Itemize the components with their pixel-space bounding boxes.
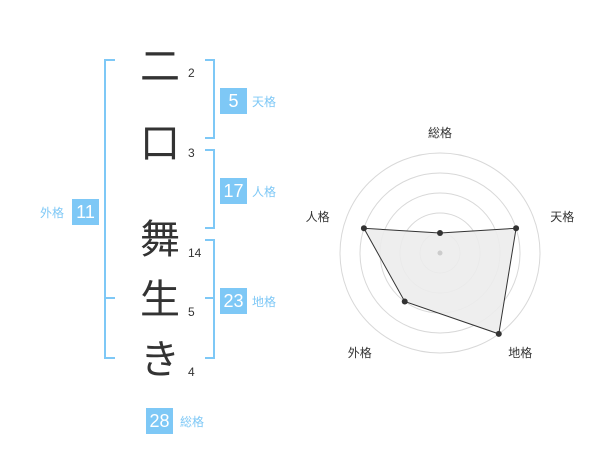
name-char-1: 二: [140, 44, 180, 90]
tenkaku-label: 天格: [252, 95, 277, 109]
stroke-count-2: 3: [188, 146, 195, 160]
soukaku-value: 28: [146, 408, 173, 434]
name-char-2: 口: [140, 121, 180, 167]
radar-grid-ring-5: [339, 152, 541, 354]
radar-series-area: [363, 227, 517, 335]
chikaku-label: 地格: [252, 295, 277, 309]
name-char-3: 舞: [140, 217, 180, 263]
radar-point-1: [437, 230, 443, 236]
bracket-lines: [104, 59, 215, 359]
radar-grid-ring-4: [359, 172, 521, 334]
chikaku-value: 23: [220, 288, 247, 314]
radar-center-dot: [437, 250, 443, 256]
gaikaku-label: 外格: [40, 206, 65, 220]
jinkaku-value: 17: [220, 178, 247, 204]
stroke-count-4: 5: [188, 305, 195, 319]
stroke-count-1: 2: [188, 66, 195, 80]
radar-axis-label-1: 総格: [428, 125, 452, 140]
radar-axis-label-3: 地格: [508, 345, 532, 360]
stroke-count-5: 4: [188, 365, 195, 379]
name-char-5: き: [140, 337, 180, 383]
radar-point-3: [495, 330, 502, 337]
radar-axis-label-2: 天格: [550, 209, 574, 224]
radar-point-4: [401, 298, 408, 305]
radar-axis-label-5: 人格: [306, 209, 330, 224]
radar-point-2: [513, 225, 520, 232]
jinkaku-label: 人格: [252, 185, 277, 199]
name-char-4: 生: [140, 277, 180, 323]
radar-axis-label-4: 外格: [348, 345, 372, 360]
soukaku-label: 総格: [180, 415, 205, 429]
gaikaku-value: 11: [72, 199, 99, 225]
stroke-count-3: 14: [188, 246, 202, 260]
radar-point-5: [360, 225, 367, 232]
tenkaku-value: 5: [220, 88, 247, 114]
